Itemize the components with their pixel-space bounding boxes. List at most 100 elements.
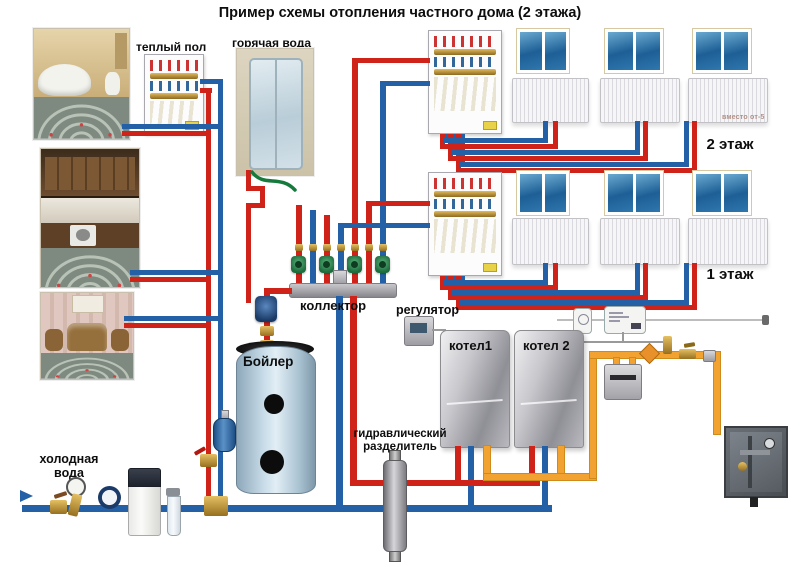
pipe-segment	[468, 446, 474, 508]
pipe-segment	[124, 323, 210, 328]
thermostat-dial	[578, 314, 589, 325]
collector-column	[338, 240, 344, 283]
collector-valve	[295, 244, 303, 251]
circulation-pump	[291, 256, 306, 273]
gas-pipe	[589, 355, 597, 479]
pipe-segment	[440, 276, 445, 287]
label-boiler-tank: Бойлер	[243, 354, 294, 369]
gas-regulator-cabinet	[724, 426, 788, 498]
cabinet-sticker	[483, 121, 497, 130]
pipe-segment	[692, 263, 697, 308]
pipe-segment	[246, 203, 265, 208]
collector-valve	[365, 244, 373, 251]
pipe-segment	[456, 168, 697, 173]
cabinet-sticker	[483, 263, 497, 272]
manifold-bar-top	[434, 191, 496, 197]
floor-level-line	[557, 319, 767, 321]
pipe-segment	[200, 79, 223, 84]
pipe-segment	[264, 288, 292, 294]
pipe-segment	[553, 121, 558, 147]
kitchen-upper-cabinets	[41, 149, 139, 198]
water-softener	[128, 468, 161, 536]
radiator	[688, 78, 768, 123]
pipe-segment	[529, 446, 535, 483]
pipe-segment	[440, 134, 445, 148]
cabinet-doors	[44, 157, 136, 191]
control-wire	[580, 341, 668, 343]
label-boiler1: котел1	[449, 338, 493, 353]
pipe-trunk-supply	[350, 296, 357, 486]
pipe-segment	[444, 280, 548, 285]
collector-column	[310, 210, 316, 240]
filter-cartridge	[167, 496, 181, 536]
page-title: Пример схемы отопления частного дома (2 …	[218, 5, 582, 21]
washer-door	[75, 229, 91, 241]
radiator	[512, 218, 589, 265]
shower-door-frame	[275, 59, 278, 169]
pipe-riser	[366, 201, 372, 240]
window-pane	[635, 174, 660, 212]
bathroom-interior	[34, 29, 129, 98]
pipe-warmfloor-supply	[206, 88, 211, 508]
underfloor-heating-coil	[34, 97, 129, 139]
filter-cartridge-cap	[166, 488, 180, 496]
floor-line-cap	[762, 315, 769, 325]
gas-pipe	[483, 445, 491, 479]
gas-ball-valve	[679, 349, 696, 359]
window	[604, 170, 664, 216]
pipe-segment	[543, 263, 548, 283]
gas-pipe	[713, 351, 721, 435]
pump-rotor	[295, 261, 302, 268]
radiator	[688, 218, 768, 265]
pipe-segment	[122, 124, 222, 129]
shower-room	[237, 49, 313, 175]
pipe-riser	[352, 58, 430, 63]
photo-livingroom-floor-heating	[40, 292, 134, 380]
pipe-segment	[440, 144, 558, 149]
gas-pipe	[557, 445, 565, 479]
pipe-segment	[684, 263, 689, 303]
valve-lever	[683, 342, 696, 348]
boiler-valve	[260, 326, 274, 336]
pipe-segment	[635, 121, 640, 153]
pipe-trunk-return	[336, 296, 343, 512]
window-pane	[608, 32, 633, 70]
gas-boiler-1: котел1	[440, 330, 510, 448]
manifold-red-pipes	[150, 60, 198, 71]
manifold-bar-top	[434, 49, 496, 55]
window-pane	[635, 32, 660, 70]
pipe-segment	[246, 203, 251, 303]
underfloor-heating-coil	[41, 248, 139, 288]
window-pane	[520, 32, 542, 70]
softener-lid	[128, 468, 161, 487]
pipe-riser	[338, 223, 430, 228]
label-collector: коллектор	[300, 298, 367, 313]
photo-kitchen-floor-heating	[40, 148, 140, 288]
pipe-segment	[692, 121, 697, 171]
expansion-tank	[213, 418, 236, 452]
flow-arrow	[20, 490, 33, 502]
control-text-line	[609, 320, 620, 322]
tank-port-lower	[260, 450, 284, 474]
label-warm-floor: теплый пол	[136, 40, 207, 54]
cabinet-pipe	[748, 436, 752, 488]
gas-pipe	[613, 357, 620, 366]
trunk-valve	[200, 454, 217, 467]
gas-pipe	[629, 357, 636, 366]
manifold-blue-pipes	[434, 57, 496, 67]
window-pane	[723, 174, 748, 212]
radiator	[512, 78, 589, 123]
collector-valve	[337, 244, 345, 251]
pipe-warmfloor-return	[218, 79, 223, 508]
control-text-line	[609, 316, 629, 318]
collector-column	[324, 215, 330, 240]
toilet	[105, 71, 121, 96]
collector-valve	[323, 244, 331, 251]
pipe-segment	[444, 138, 548, 143]
control-wire	[622, 332, 624, 342]
pipe-segment	[448, 156, 648, 161]
green-mark	[250, 170, 297, 192]
hydraulic-separator	[383, 460, 407, 552]
pump-rotor	[351, 261, 358, 268]
armchair-left	[44, 328, 64, 352]
